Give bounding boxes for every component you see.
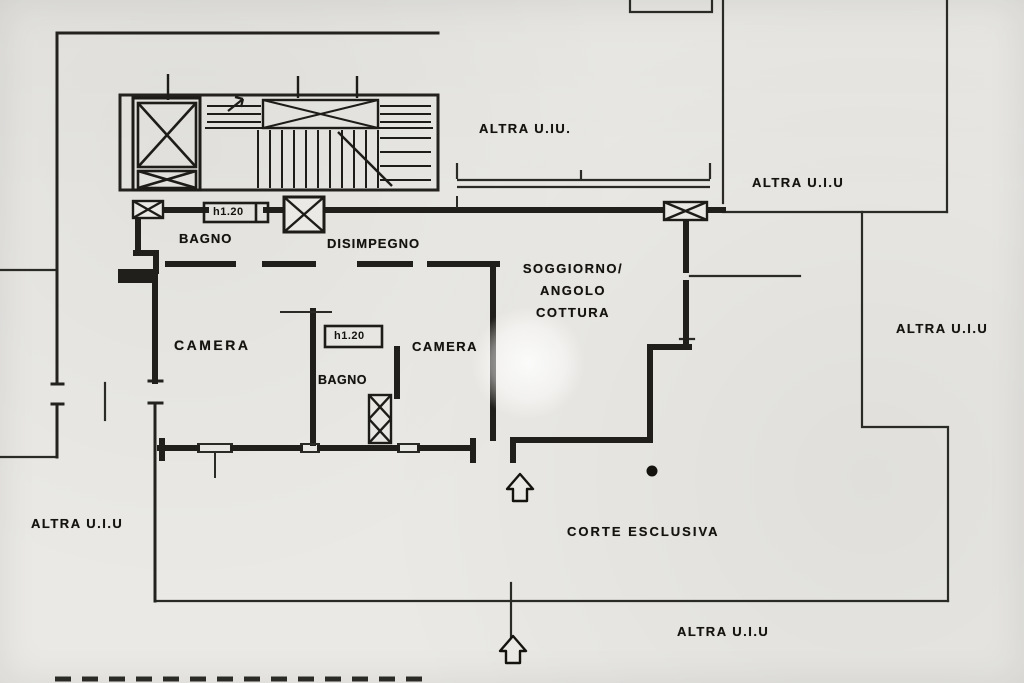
height-annotation-mid: h1.20	[334, 330, 365, 342]
drain-dot	[646, 465, 658, 477]
west-wall-jog	[133, 214, 159, 274]
top-opening-line	[628, 0, 714, 14]
soggiorno-south-wall	[510, 437, 653, 463]
room-label-soggiorno: SOGGIORNO/ ANGOLO COTTURA	[500, 261, 646, 327]
room-label-camera-right: CAMERA	[412, 339, 479, 354]
stair-diagonal	[337, 131, 393, 187]
reference-ticks	[166, 74, 359, 100]
landing-hatch-left	[207, 105, 261, 123]
height-annotation-top: h1.20	[213, 206, 244, 218]
room-label-bagno-2: BAGNO	[318, 373, 368, 387]
window-symbols	[131, 195, 709, 234]
soggiorno-east-wall	[647, 211, 692, 443]
height-annotation-boxes	[202, 201, 384, 349]
wall-pier	[118, 269, 158, 283]
building-outline	[50, 31, 440, 603]
neighbor-label-top: ALTRA U.IU.	[479, 121, 572, 136]
entrance-arrows	[498, 472, 535, 665]
neighbor-label-bottom: ALTRA U.I.U	[677, 624, 770, 639]
courtyard-label: CORTE ESCLUSIVA	[567, 524, 720, 539]
door-window-icon	[282, 195, 326, 234]
balcony-outline	[455, 163, 712, 189]
neighbor-wall	[860, 210, 950, 603]
room-label-disimpegno: DISIMPEGNO	[327, 236, 421, 251]
neighbor-label-right-mid: ALTRA U.I.U	[896, 321, 989, 336]
door-jamb-ticks	[50, 379, 164, 406]
stairwell-block	[118, 93, 440, 192]
window-sills	[197, 196, 458, 478]
window-icon	[662, 200, 709, 222]
h120-box-mid	[323, 324, 384, 349]
room-label-camera-left: CAMERA	[174, 337, 251, 353]
neighbor-label-left: ALTRA U.I.U	[31, 516, 124, 531]
window-icon	[131, 199, 165, 220]
staircase-icon	[166, 74, 433, 188]
neighbor-label-right-upper: ALTRA U.I.U	[752, 175, 845, 190]
entrance-arrow-icon	[498, 634, 528, 665]
stair-treads	[257, 130, 379, 188]
apartment-walls	[133, 207, 726, 463]
entrance-arrow-icon	[505, 472, 535, 503]
shaft-icon	[367, 393, 393, 445]
landing-hatch-right	[380, 105, 431, 181]
south-wall	[157, 438, 476, 463]
room-label-bagno-1: BAGNO	[179, 231, 233, 246]
h120-box-top	[202, 201, 270, 224]
stair-direction-arrow-icon	[227, 95, 245, 112]
upper-landing-cross	[262, 99, 379, 129]
elevator-icon	[131, 96, 202, 192]
soggiorno-line-1: SOGGIORNO/	[522, 261, 624, 276]
soggiorno-line-3: COTTURA	[535, 305, 611, 320]
boundary-lines	[0, 0, 950, 640]
soggiorno-line-2: ANGOLO	[539, 283, 607, 298]
